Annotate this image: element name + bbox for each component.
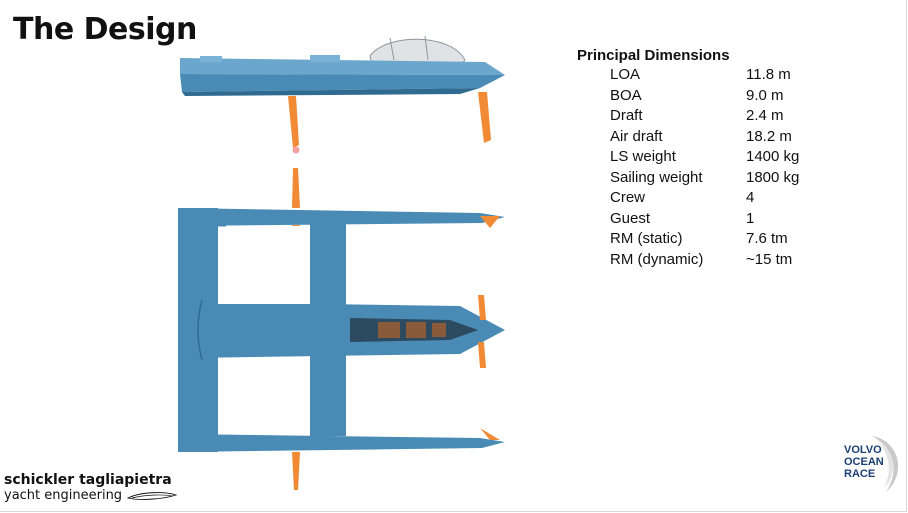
dimension-row: Air draft 18.2 m (577, 127, 836, 148)
dimension-value: 4 (746, 189, 755, 206)
dimension-value: 11.8 m (746, 66, 791, 83)
dimension-label: Guest (610, 209, 651, 227)
plan-ama-top (178, 208, 505, 226)
dimension-label: Sailing weight (610, 168, 703, 186)
dimension-label: LS weight (610, 148, 676, 165)
company-subtitle-row: yacht engineering (4, 488, 178, 503)
dimension-row: RM (static) 7.6 tm (577, 229, 836, 250)
dimension-row: LOA 11.8 m (577, 65, 836, 86)
trimaran-drawing (178, 35, 505, 490)
company-subtitle: yacht engineering (4, 488, 123, 503)
dimension-label: RM (dynamic) (610, 250, 704, 268)
dimension-row: Sailing weight 1800 kg (577, 168, 836, 189)
dagger-foil (478, 92, 491, 143)
foil-tip-marker (292, 146, 300, 154)
dimension-value: 2.4 m (746, 107, 784, 124)
dimension-value: 18.2 m (746, 127, 792, 145)
dimension-value: 1 (746, 209, 755, 227)
dimension-value: 7.6 tm (746, 230, 788, 247)
dimension-label: Draft (610, 107, 643, 124)
logo-line-ocean: OCEAN (844, 456, 884, 468)
dimension-row: Draft 2.4 m (577, 106, 836, 127)
logo-line-race: RACE (844, 468, 876, 480)
side-hull (180, 74, 505, 92)
dimension-value: 1800 kg (746, 168, 800, 186)
dimension-value: 1400 kg (746, 148, 800, 165)
dimension-row: BOA 9.0 m (577, 86, 836, 107)
dimension-label: BOA (610, 86, 642, 104)
plan-view (178, 168, 505, 490)
dimensions-table: LOA 11.8 m BOA 9.0 m Draft 2.4 m Air draft 1… (577, 65, 836, 270)
dimension-value: ~15 tm (746, 250, 793, 268)
logo-line-volvo: VOLVO (844, 444, 882, 456)
dimensions-heading: Principal Dimensions (577, 47, 730, 64)
plan-ama-bottom (178, 434, 505, 452)
company-branding: schickler tagliapietra yacht engineering (4, 472, 178, 503)
company-name: schickler tagliapietra (4, 472, 172, 488)
dimension-row: RM (dynamic) ~15 tm (577, 250, 836, 271)
dimension-row: Guest 1 (577, 209, 836, 230)
logo-text: VOLVO OCEAN RACE (844, 444, 884, 480)
yacht-sketch-icon (126, 491, 178, 500)
side-view (180, 35, 505, 154)
dimension-label: Air draft (610, 127, 663, 145)
slide-title: The Design (13, 12, 197, 47)
dimension-label: RM (static) (610, 230, 683, 247)
dimension-row: Crew 4 (577, 188, 836, 209)
dimension-value: 9.0 m (746, 86, 784, 104)
volvo-ocean-race-logo: VOLVO OCEAN RACE (838, 434, 904, 496)
plan-main-hull (190, 302, 505, 358)
logo-swoosh-icon (872, 436, 899, 492)
dimension-label: Crew (610, 189, 646, 206)
side-hull-deck (180, 58, 505, 75)
dimension-label: LOA (610, 66, 641, 83)
principal-dimensions: Principal Dimensions LOA 11.8 m BOA 9.0 m … (577, 47, 836, 270)
dimension-row: LS weight 1400 kg (577, 147, 836, 168)
rudder-foil (288, 96, 299, 148)
